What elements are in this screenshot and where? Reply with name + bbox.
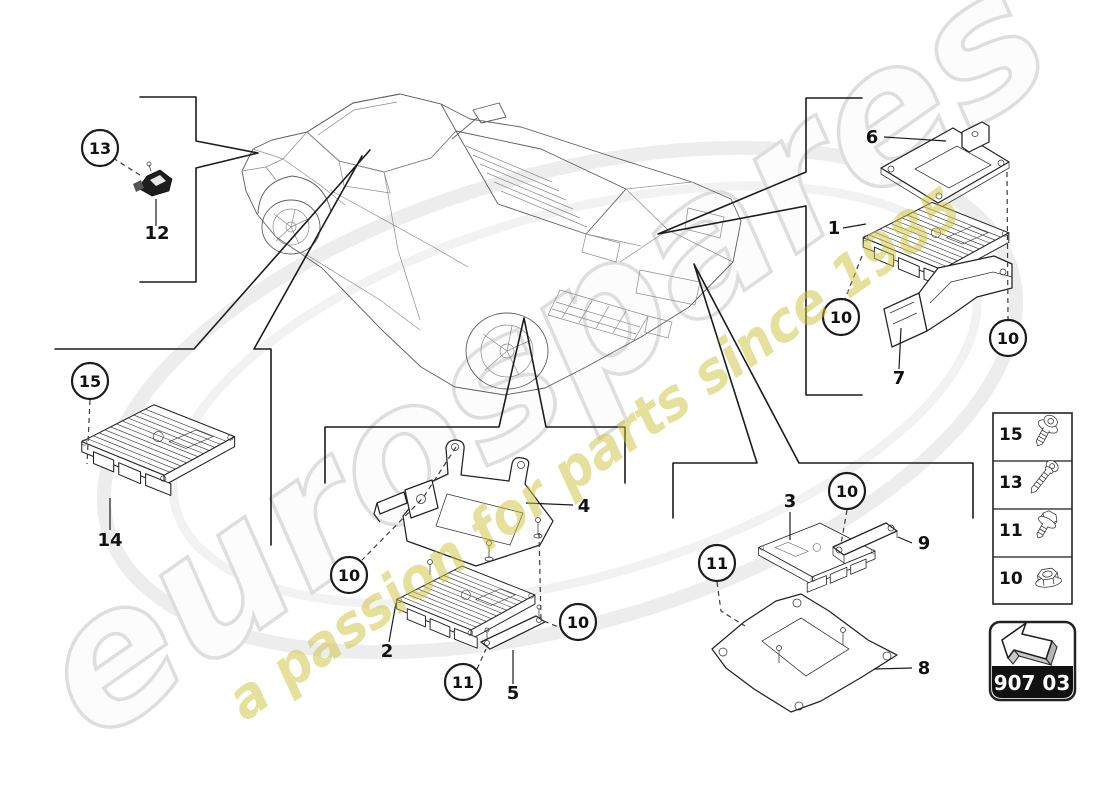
hex-flange-nut-icon <box>1035 567 1062 588</box>
callout-10-number: 10 <box>567 613 589 632</box>
callout-11-number: 11 <box>452 673 474 692</box>
callout-11-number: 11 <box>706 554 728 573</box>
back-arrow-icon <box>1001 622 1058 667</box>
legend-row-15-number: 15 <box>999 425 1023 445</box>
legend-row-15[interactable]: 15 <box>999 411 1063 450</box>
part-number-label-8[interactable]: 8 <box>918 658 931 679</box>
torx-screw-icon <box>1030 460 1059 494</box>
callout-10-ecu1-left[interactable]: 10 <box>821 297 861 337</box>
leader-lines <box>86 136 1009 684</box>
callout-15[interactable]: 15 <box>70 361 110 401</box>
callout-15-number: 15 <box>79 372 101 391</box>
callout-10-ecu2[interactable]: 10 <box>558 602 598 642</box>
part-drawing-rail-9 <box>832 522 898 564</box>
part-number-label-9[interactable]: 9 <box>918 533 931 554</box>
callout-10-number: 10 <box>836 482 858 501</box>
part-number-label-3[interactable]: 3 <box>784 491 797 512</box>
callout-10-ecu1-right[interactable]: 10 <box>988 318 1028 358</box>
pointer-brackets <box>54 96 974 546</box>
callout-13-number: 13 <box>89 139 111 158</box>
callout-10-number: 10 <box>830 308 852 327</box>
part-number-label-2[interactable]: 2 <box>381 641 394 662</box>
part-drawing-cover-6 <box>880 121 1010 210</box>
part-drawing-sensor-12 <box>133 161 173 197</box>
callout-13[interactable]: 13 <box>80 128 120 168</box>
legend-row-11[interactable]: 11 <box>999 508 1061 543</box>
diagram-code-box[interactable]: 907 03 <box>988 620 1077 702</box>
flanged-torx-screw-icon <box>1035 414 1058 447</box>
part-number-label-12[interactable]: 12 <box>144 223 169 244</box>
part-drawing-ecu-3 <box>758 522 876 593</box>
part-number-label-1[interactable]: 1 <box>828 218 841 239</box>
fastener-legend: 15 13 11 <box>992 411 1073 605</box>
hex-flange-bolt-icon <box>1036 510 1058 539</box>
callout-10-number: 10 <box>338 566 360 585</box>
part-drawing-duct-7 <box>883 255 1013 348</box>
callout-10-bracket4[interactable]: 10 <box>329 555 369 595</box>
callout-11-plate8[interactable]: 11 <box>697 543 737 583</box>
callout-10-number: 10 <box>997 329 1019 348</box>
diagram-code-text: 907 03 <box>994 671 1071 695</box>
part-number-label-5[interactable]: 5 <box>507 683 520 704</box>
legend-row-10[interactable]: 10 <box>999 567 1062 589</box>
part-number-label-4[interactable]: 4 <box>578 496 591 517</box>
part-number-label-7[interactable]: 7 <box>893 368 906 389</box>
legend-row-13-number: 13 <box>999 473 1023 493</box>
part-number-label-14[interactable]: 14 <box>97 530 122 551</box>
callout-10-rail9[interactable]: 10 <box>827 471 867 511</box>
part-number-label-6[interactable]: 6 <box>866 127 879 148</box>
legend-row-13[interactable]: 13 <box>999 458 1060 497</box>
legend-row-10-number: 10 <box>999 569 1023 589</box>
legend-row-11-number: 11 <box>999 521 1023 541</box>
callout-11-strap5[interactable]: 11 <box>443 662 483 702</box>
part-drawing-plate-8 <box>711 593 898 713</box>
